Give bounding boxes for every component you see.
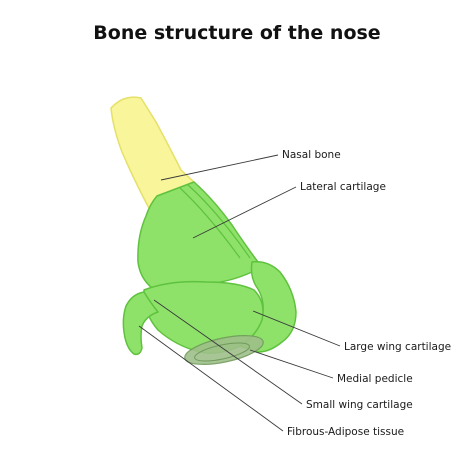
lateral-cartilage-seam-2 [187,184,251,259]
label-nasal-bone: Nasal bone [282,149,341,161]
leader-fibrous-adipose-tissue [138,325,284,432]
leader-medial-pedicle [249,349,334,379]
label-lateral-cartilage: Lateral cartilage [300,181,386,193]
medial-pedicle-shape [194,342,250,362]
leader-lateral-cartilage [192,186,297,239]
lateral-cartilage-seam [179,187,241,259]
leader-small-wing-cartilage [153,299,303,405]
diagram-title: Bone structure of the nose [93,22,381,44]
label-medial-pedicle: Medial pedicle [337,373,413,385]
small-wing-cartilage-shape [122,291,159,356]
large-wing-cartilage-shape [239,260,297,353]
label-large-wing-cartilage: Large wing cartilage [344,341,451,353]
lateral-cartilage-shape [137,181,259,289]
label-small-wing-cartilage: Small wing cartilage [306,399,413,411]
leader-large-wing-cartilage [252,310,341,347]
label-fibrous-adipose-tissue: Fibrous-Adipose tissue [287,426,404,438]
leader-nasal-bone [160,154,279,181]
